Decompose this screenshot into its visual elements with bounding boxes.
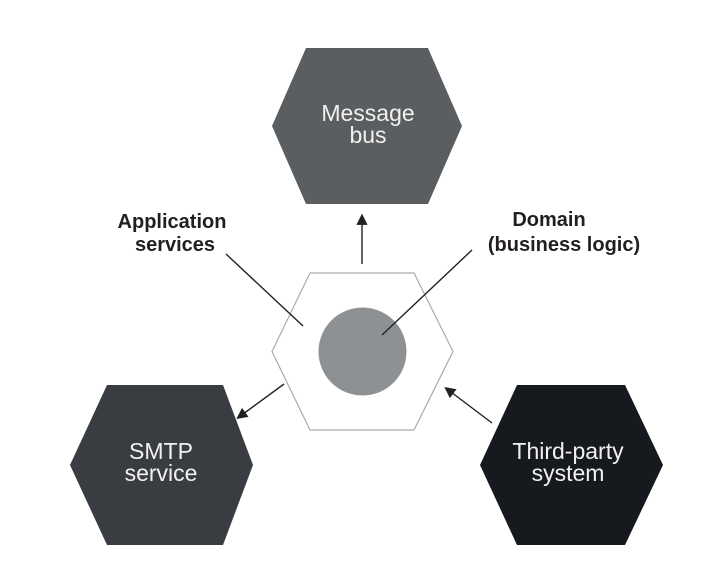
third-party-system-label-line2: system [532, 460, 605, 486]
domain-label-line1: Domain [512, 209, 585, 231]
domain-label-line2: (business logic) [488, 234, 640, 256]
domain-circle [318, 307, 407, 396]
arrow-third-party-to-app [444, 386, 493, 424]
application-services-label-line1: Application [118, 211, 227, 233]
message-bus-label-line2: bus [349, 122, 386, 148]
message-bus-hexagon [272, 48, 462, 204]
third-party-system-hexagon [480, 385, 663, 545]
smtp-service-label-line2: service [125, 460, 198, 486]
pointer-line-application-services [225, 253, 304, 327]
pointer-line-domain [381, 249, 473, 336]
message-bus-label-line1: Message [321, 100, 414, 126]
application-services-label-line2: services [135, 234, 215, 256]
third-party-system-label-line1: Third-party [512, 438, 624, 464]
smtp-service-label-line1: SMTP [129, 438, 193, 464]
smtp-service-hexagon [70, 385, 253, 545]
arrow-app-to-smtp-service [236, 383, 285, 419]
